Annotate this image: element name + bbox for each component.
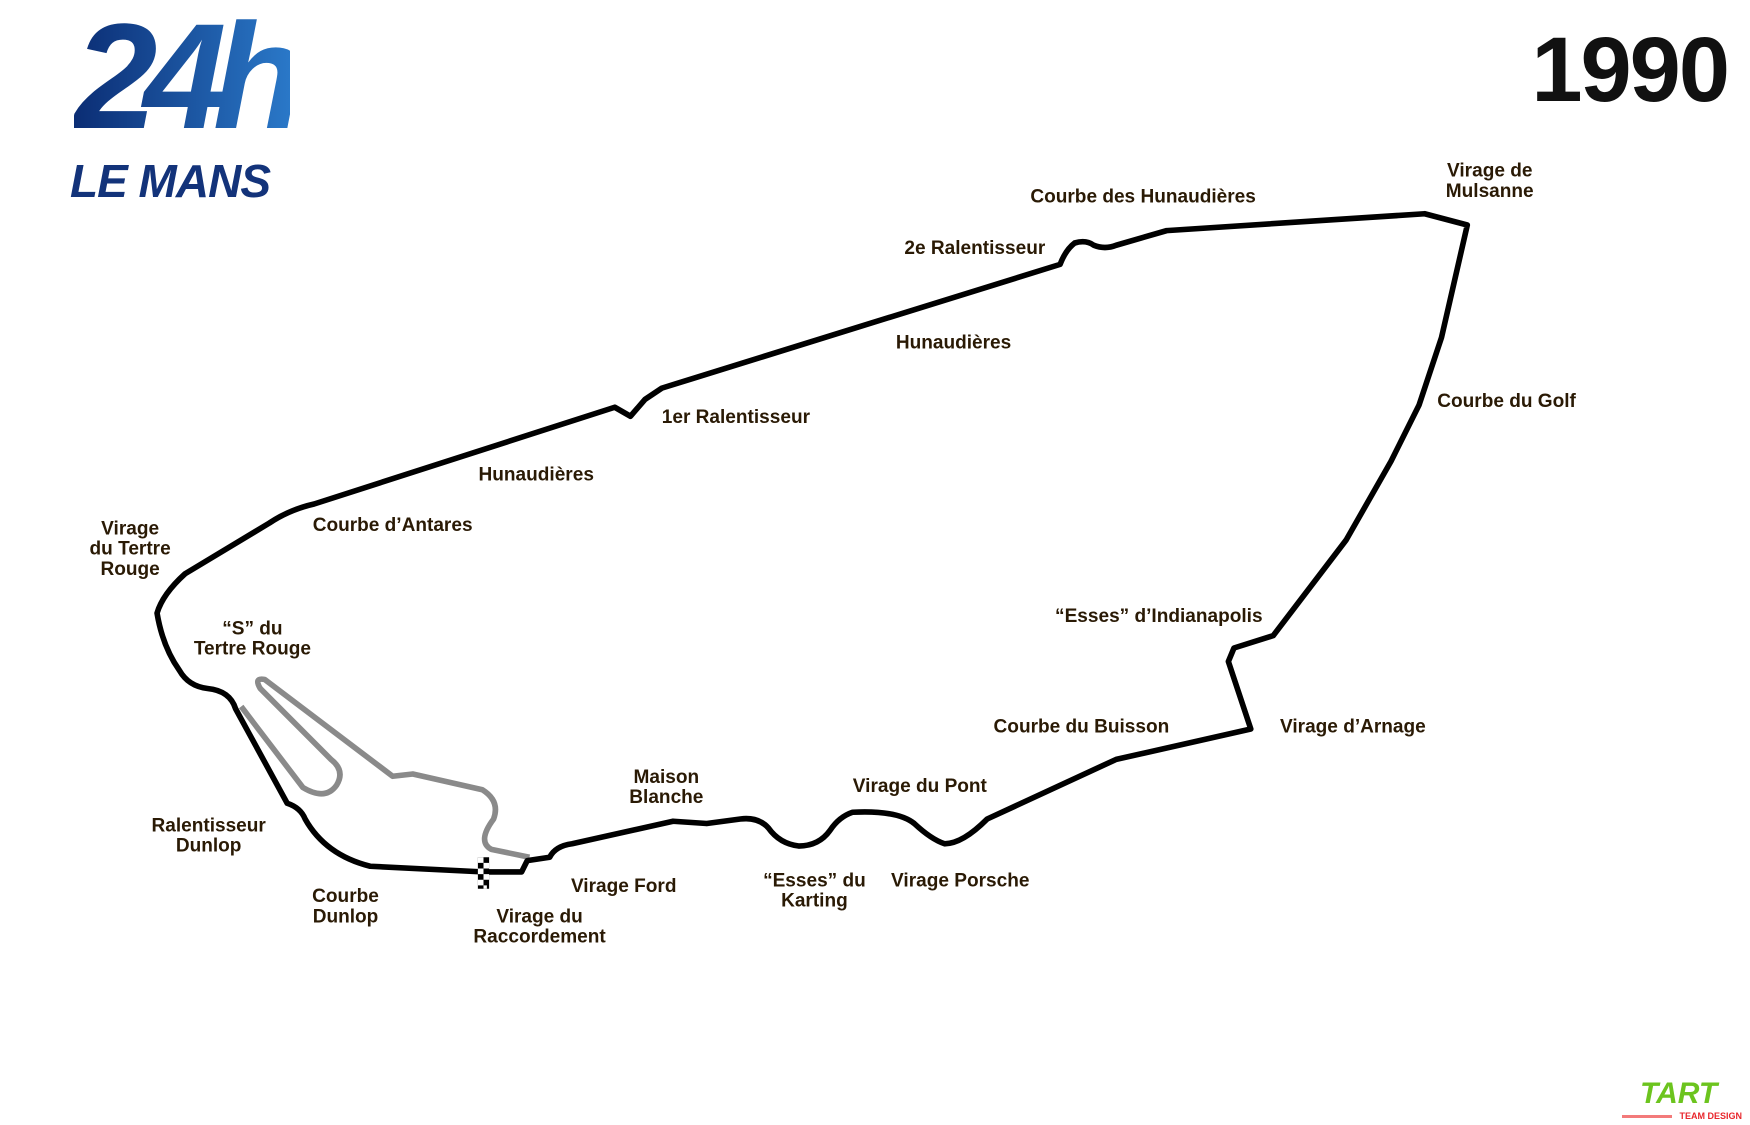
label-virage-mulsanne-2: Mulsanne	[1446, 181, 1534, 202]
label-raccordement-2: Raccordement	[473, 927, 606, 948]
label-s-tertre-rouge-1: “S” du	[222, 618, 282, 639]
label-courbe-buisson: Courbe du Buisson	[994, 716, 1170, 737]
label-maison-blanche-1: Maison	[634, 767, 700, 788]
tart-team-design-logo: TART TEAM DESIGN	[1622, 1077, 1742, 1121]
label-hunaudieres-1: Hunaudières	[896, 333, 1011, 354]
label-raccordement-1: Virage du	[496, 906, 582, 927]
label-virage-pont: Virage du Pont	[853, 776, 988, 797]
logo-number: 24h	[74, 0, 305, 163]
label-s-tertre-rouge-2: Tertre Rouge	[194, 639, 311, 660]
tart-underline	[1622, 1115, 1672, 1118]
label-courbe-antares: Courbe d’Antares	[313, 515, 473, 536]
label-tertre-rouge-2: du Tertre	[90, 539, 171, 560]
label-esses-karting-2: Karting	[781, 891, 848, 912]
label-ralentisseur-dunlop-2: Dunlop	[176, 836, 242, 857]
label-maison-blanche-2: Blanche	[629, 787, 703, 808]
label-tertre-rouge-1: Virage	[101, 518, 159, 539]
label-courbe-hunaudieres: Courbe des Hunaudières	[1030, 186, 1255, 207]
track-1990	[154, 210, 1471, 875]
old-circuit-bugatti	[238, 676, 531, 861]
label-2e-ralentisseur: 2e Ralentisseur	[904, 238, 1045, 259]
label-esses-karting-1: “Esses” du	[763, 870, 866, 891]
start-finish-line	[477, 857, 490, 889]
label-hunaudieres-2: Hunaudières	[479, 464, 594, 485]
label-courbe-golf: Courbe du Golf	[1437, 391, 1576, 412]
year-title: 1990	[1531, 19, 1730, 121]
label-virage-ford: Virage Ford	[571, 876, 677, 897]
tart-logo-text: TART	[1640, 1077, 1718, 1110]
24h-le-mans-logo: 24h LE MANS	[68, 0, 358, 207]
label-courbe-dunlop-2: Dunlop	[313, 906, 379, 927]
label-courbe-dunlop-1: Courbe	[312, 886, 379, 907]
label-1er-ralentisseur: 1er Ralentisseur	[662, 407, 811, 428]
logo-text: LE MANS	[70, 155, 271, 207]
tart-credit-text: TEAM DESIGN	[1679, 1111, 1742, 1121]
label-tertre-rouge-3: Rouge	[100, 559, 159, 580]
label-virage-porsche: Virage Porsche	[891, 870, 1029, 891]
label-virage-mulsanne: Virage de	[1447, 161, 1532, 182]
label-ralentisseur-dunlop-1: Ralentisseur	[151, 815, 266, 836]
label-esses-indianapolis: “Esses” d’Indianapolis	[1055, 606, 1263, 627]
label-virage-arnage: Virage d’Arnage	[1280, 716, 1426, 737]
